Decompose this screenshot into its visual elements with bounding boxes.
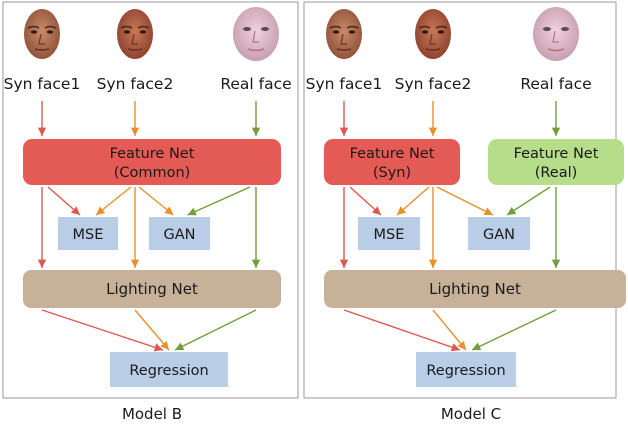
regression-box — [416, 352, 516, 387]
feature-net-subtitle: (Syn) — [373, 165, 411, 181]
regression-label: Regression — [129, 363, 208, 379]
face-label-3: Real face — [220, 75, 291, 93]
synthetic-face-2-icon — [117, 9, 153, 59]
regression-label: Regression — [426, 363, 505, 379]
feature-net-subtitle: (Common) — [114, 165, 191, 181]
feature-net-box — [488, 139, 624, 185]
panel-border — [2, 1, 299, 399]
arrow-red-regression — [41, 309, 164, 352]
arrow-orange-gan — [436, 186, 494, 216]
lighting-net-label: Lighting Net — [106, 280, 198, 298]
feature-net-subtitle: (Real) — [535, 165, 578, 181]
loss-box-gan — [468, 217, 530, 250]
arrow-green-regression — [471, 309, 557, 351]
lighting-net-box — [324, 270, 626, 308]
panel-border — [303, 1, 617, 399]
loss-box-mse — [58, 217, 118, 250]
regression-box — [110, 352, 228, 387]
feature-net-title: Feature Net — [514, 146, 599, 162]
loss-box-gan — [149, 217, 210, 250]
arrow-red-mse — [47, 186, 81, 216]
arrow-orange-mse — [396, 186, 430, 216]
lighting-net-box — [23, 270, 281, 308]
feature-net-box — [324, 139, 460, 185]
feature-net-title: Feature Net — [110, 146, 195, 162]
feature-net-box — [23, 139, 281, 185]
loss-label-gan: GAN — [483, 227, 515, 243]
arrow-red-regression — [343, 309, 461, 352]
face-label-3: Real face — [520, 75, 591, 93]
synthetic-face-1-icon — [24, 9, 60, 59]
arrow-green-gan — [187, 186, 251, 216]
loss-label-mse: MSE — [374, 227, 405, 243]
arrow-orange-gan — [138, 186, 174, 216]
loss-label-mse: MSE — [73, 227, 104, 243]
arrow-red-mse — [349, 186, 382, 216]
arrow-orange-mse — [95, 186, 132, 216]
real-face-icon — [233, 7, 279, 61]
arrow-orange-regression — [134, 309, 170, 351]
synthetic-face-1-icon — [326, 9, 362, 59]
face-label-1: Syn face1 — [4, 75, 81, 93]
arrow-orange-regression — [432, 309, 467, 351]
real-face-icon — [533, 7, 579, 61]
loss-box-mse — [358, 217, 420, 250]
synthetic-face-2-icon — [415, 9, 451, 59]
feature-net-title: Feature Net — [350, 146, 435, 162]
panel-caption: Model B — [122, 405, 182, 423]
face-label-1: Syn face1 — [306, 75, 383, 93]
arrow-green-gan — [506, 186, 551, 216]
face-label-2: Syn face2 — [97, 75, 174, 93]
arrow-green-regression — [174, 309, 257, 351]
face-label-2: Syn face2 — [395, 75, 472, 93]
loss-label-gan: GAN — [163, 227, 195, 243]
lighting-net-label: Lighting Net — [429, 280, 521, 298]
panel-caption: Model C — [441, 405, 501, 423]
